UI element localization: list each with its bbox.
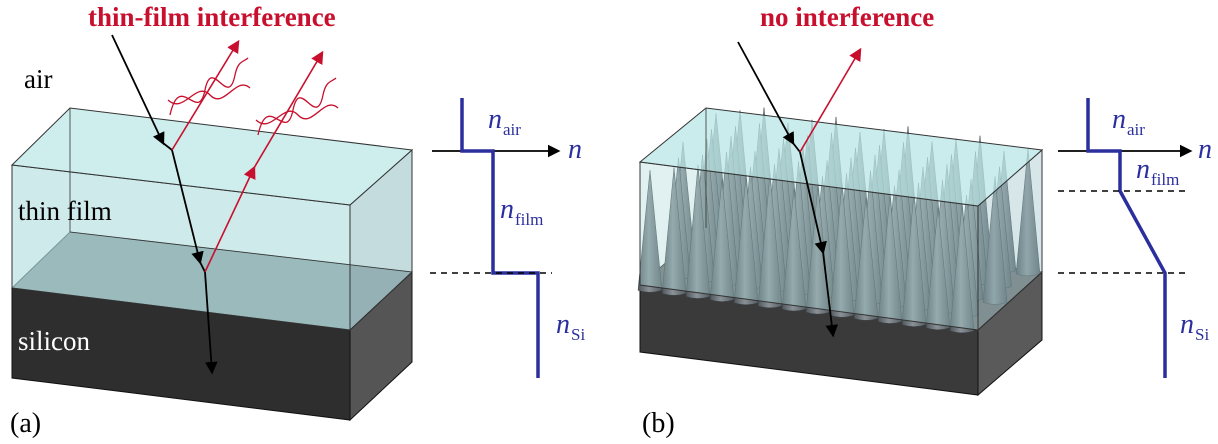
cone [982, 176, 1008, 305]
cone [757, 173, 783, 309]
incident-ray-a [111, 34, 218, 375]
cone [925, 207, 951, 331]
reflected-rays-a [167, 39, 339, 273]
cone [733, 176, 759, 306]
cone [685, 164, 711, 299]
panel-b-title: no interference [760, 2, 934, 32]
rays-b [737, 41, 862, 338]
cone [709, 179, 735, 302]
cone [661, 167, 687, 296]
cone [949, 204, 975, 334]
panel-a-label: (a) [10, 408, 41, 439]
panel-b: no interference (b) n nair nfilm nSi [637, 2, 1212, 439]
n-film-label: nfilm [500, 194, 543, 229]
label-thin-film: thin film [18, 196, 112, 226]
film-block-b [638, 107, 1044, 332]
cone [853, 198, 879, 321]
wave-coil-1 [169, 57, 249, 116]
n-film-label-b: nfilm [1136, 154, 1179, 189]
label-silicon: silicon [18, 326, 90, 356]
wave-coil-2 [257, 77, 337, 136]
svg-text:n: n [568, 134, 582, 165]
n-axis-label: n [568, 134, 582, 165]
n-air-label-b: nair [1112, 104, 1145, 139]
n-si-label: nSi [556, 309, 585, 344]
label-air: air [24, 64, 52, 94]
thin-film-block-a [10, 107, 414, 332]
n-air-label: nair [488, 104, 521, 139]
index-profile-b: n nair nfilm nSi [1058, 98, 1212, 378]
panel-a-title: thin-film interference [88, 2, 336, 32]
svg-text:n: n [1198, 134, 1212, 165]
cone [637, 170, 663, 293]
n-si-label-b: nSi [1180, 309, 1209, 344]
panel-b-label: (b) [642, 408, 675, 439]
cone [877, 195, 903, 324]
n-axis-label-b: n [1198, 134, 1212, 165]
cone [901, 192, 927, 327]
silicon-block-a [11, 270, 413, 422]
index-profile-a: n nair nfilm nSi [430, 98, 585, 378]
cone [781, 189, 807, 312]
panel-a: thin-film interference air thin film sil… [10, 2, 585, 439]
